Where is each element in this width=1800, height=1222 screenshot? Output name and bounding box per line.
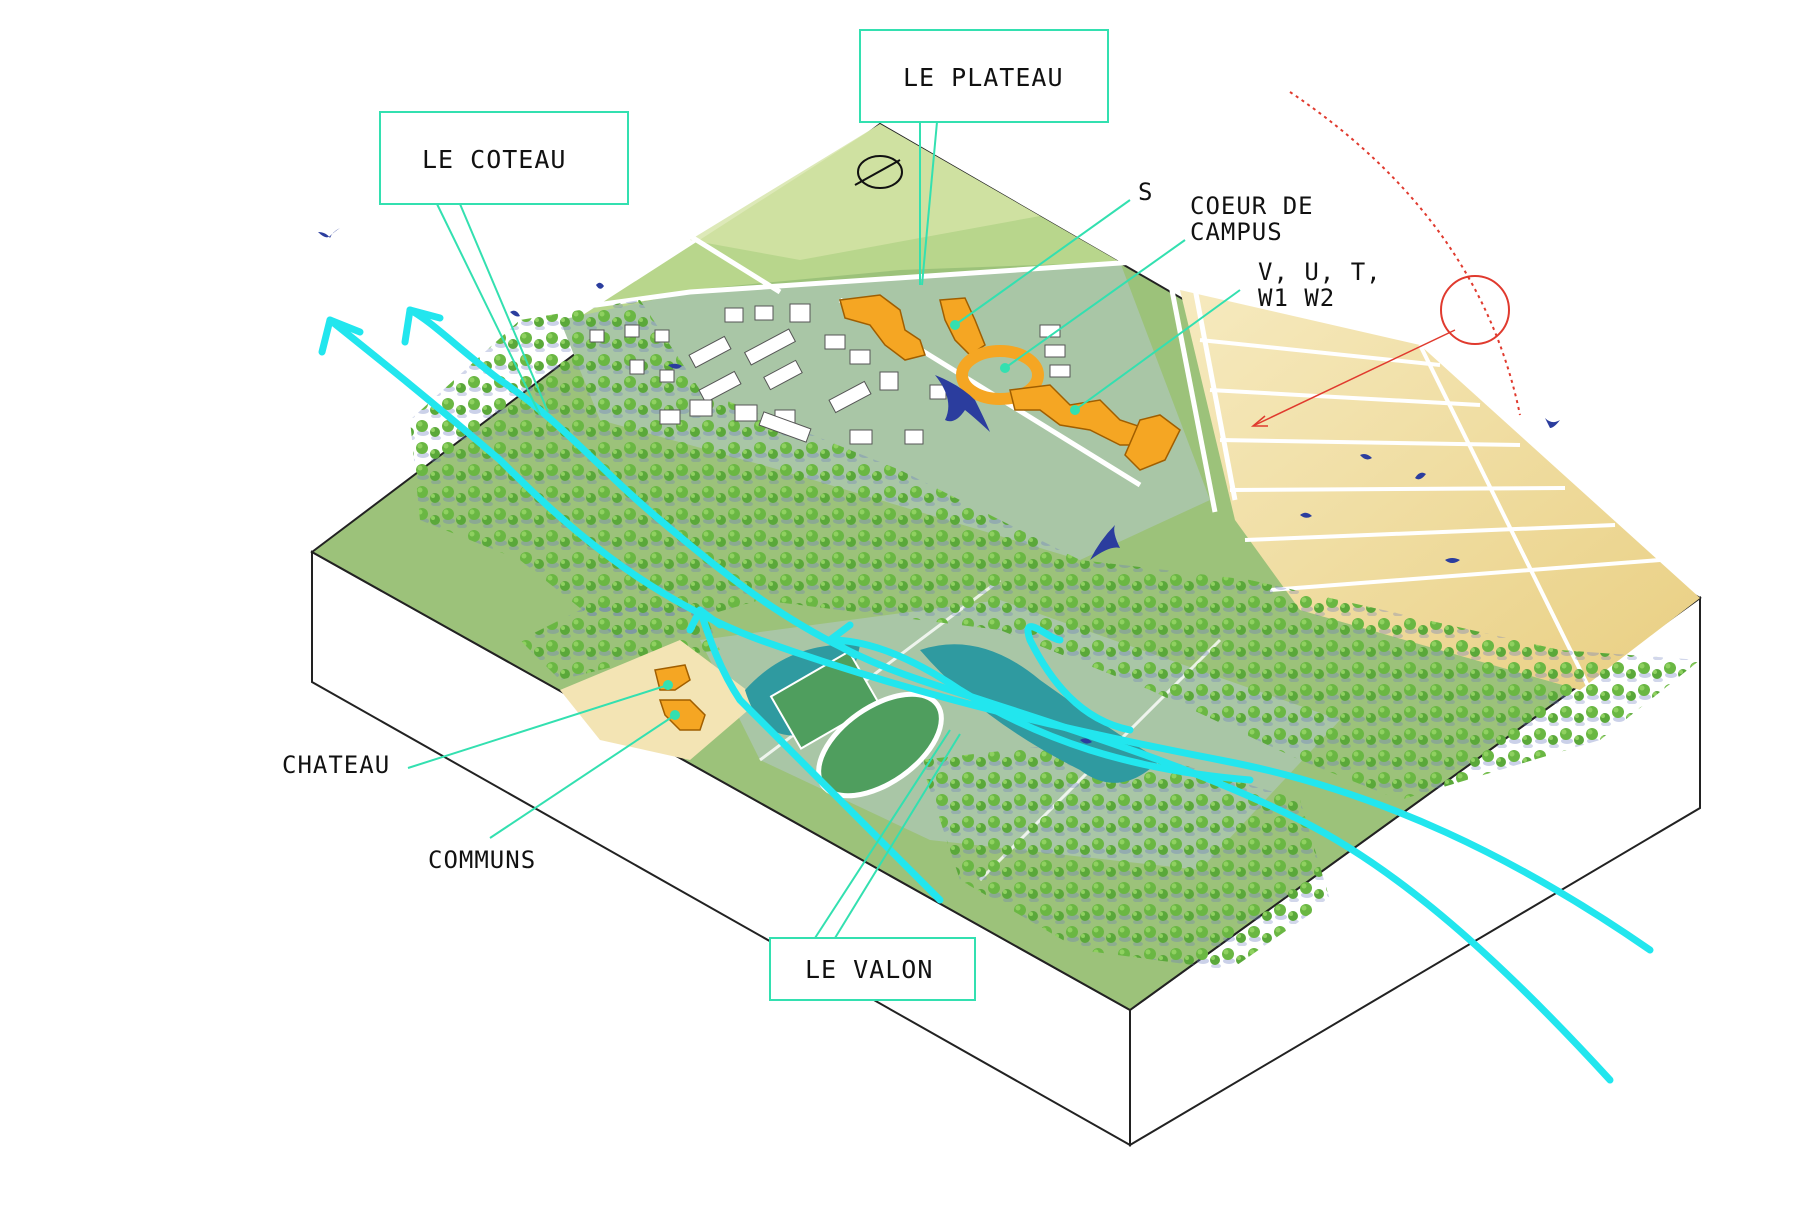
flow-arrow-1-head [318,316,364,356]
callout-coteau: LE COTEAU [379,111,629,416]
building [904,429,924,445]
pond-right [920,644,1160,783]
callout-dot [1070,405,1080,415]
bird-icon [1080,738,1092,744]
sun-icon [1440,275,1510,345]
label-plateau: LE PLATEAU [903,63,1064,92]
building-coeur-ring [956,345,1044,405]
label-communs: COMMUNS [428,846,536,874]
building-s [839,294,926,361]
flow-arrow-4 [1024,623,1134,734]
bird-large-icon [935,375,990,432]
building [1049,364,1071,378]
building [789,303,811,323]
building [654,329,670,343]
terrain-block [310,122,1702,1147]
building [659,369,675,383]
campus-buildings-plain [589,303,1071,445]
label-s: S [1138,178,1153,206]
bird-icon [1300,512,1312,518]
flow-arrows [318,306,1654,1084]
label-coteau: LE COTEAU [422,145,566,174]
callout-coeur: COEUR DE CAMPUS [1000,192,1314,373]
callout-communs: COMMUNS [428,710,680,874]
bird-icon [668,363,682,369]
building [763,359,803,391]
bird-icon [1360,454,1372,460]
bird-icon [596,282,604,289]
callout-valon: LE VALON [769,729,976,1001]
building [629,359,645,375]
callout-dot [670,710,680,720]
label-vut-line2: W1 W2 [1258,284,1335,312]
flow-arrow-2 [406,306,1614,1084]
bird-icon [1415,472,1426,480]
building [758,411,812,443]
label-vut-line1: V, U, T, [1258,258,1382,286]
building [754,305,774,321]
field-lines [1199,338,1661,691]
flow-arrow-2-head [401,306,444,346]
bird-icon [1445,558,1460,563]
bird-icon [1545,418,1560,428]
forest-belt [410,300,1700,800]
building [689,399,713,417]
building [734,404,758,422]
flow-arrow-1 [326,316,1654,954]
callout-dot [950,320,960,330]
callout-chateau: CHATEAU [282,680,673,779]
callout-dot [663,680,673,690]
building [849,349,871,365]
forest-chateau [520,600,720,680]
label-chateau: CHATEAU [282,751,390,779]
building [659,409,681,425]
callout-dot [1000,363,1010,373]
building [743,328,797,366]
building [724,307,744,323]
building-communs [658,699,706,731]
building [849,429,873,445]
sun-ray [1254,329,1456,426]
building [1044,344,1066,358]
building [824,334,846,350]
label-coeur-line2: CAMPUS [1190,218,1283,246]
bird-icon [318,228,340,238]
building [879,371,899,391]
forest-lower [920,740,1330,970]
bird-icon [510,310,520,317]
flow-arrow-3-head [826,621,859,659]
flow-arrow-5-head [686,606,724,634]
meadow-band [690,124,1040,260]
flow-arrow-5 [696,606,944,904]
callout-plateau: LE PLATEAU [859,29,1109,286]
campus-buildings-highlighted [654,294,1181,731]
building-w [1124,414,1181,471]
sun-path [1250,91,1521,427]
sun-arc [1289,91,1521,416]
flow-arrow-3 [826,636,1254,784]
birds [318,228,1560,744]
building [589,329,605,343]
sun-ray-arrowhead-icon [1250,415,1268,427]
building [688,335,732,369]
north-arrow-icon [854,155,903,189]
callout-s: S [950,178,1153,330]
bird-large-icon [1090,525,1120,560]
building [698,370,742,404]
label-valon: LE VALON [805,955,933,984]
building [828,380,872,414]
callout-vut: V, U, T, W1 W2 [1070,258,1382,415]
building [624,324,640,338]
label-coeur-line1: COEUR DE [1190,192,1314,220]
